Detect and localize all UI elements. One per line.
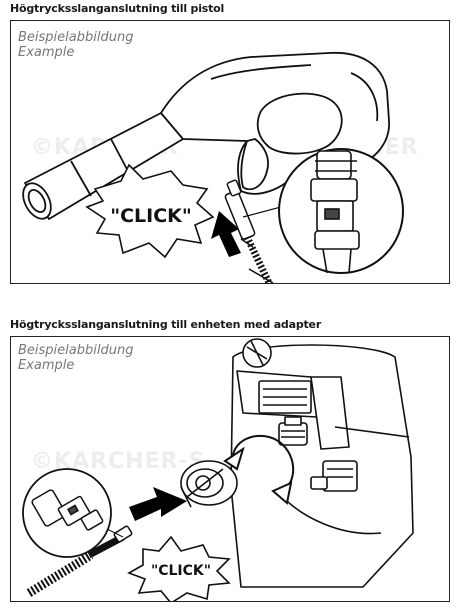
connector-detail [310, 150, 360, 274]
adapter-illustration-svg: "CLICK" [22, 338, 414, 601]
click-starburst [85, 163, 215, 259]
adapter-illustration [180, 460, 238, 508]
hose-connector-illustration [224, 179, 312, 283]
caption-example-adapter: Beispielabbildung Example [18, 343, 133, 373]
click-label-pistol: "CLICK" [110, 205, 192, 227]
push-arrow-icon [129, 487, 187, 521]
illustration-panel-pistol: Beispielabbildung Example ©KARCHER ©KARC… [10, 20, 450, 284]
section-heading-adapter: Högtrycksslanganslutning till enheten me… [10, 318, 322, 331]
illustration-panel-adapter: Beispielabbildung Example ©KARCHER-S [10, 336, 450, 602]
rotate-arrow-icon [223, 435, 295, 505]
caption-line-1: Beispielabbildung [18, 30, 134, 45]
caption-line-1: Beispielabbildung [18, 343, 134, 358]
push-arrow-icon [211, 211, 241, 257]
pressure-washer-illustration [230, 338, 414, 588]
connector-detail [31, 489, 104, 531]
caption-line-2: Example [18, 45, 75, 60]
click-label-adapter: "CLICK" [151, 563, 211, 579]
caption-line-2: Example [18, 358, 75, 373]
section-heading-pistol: Högtrycksslanganslutning till pistol [10, 2, 225, 15]
caption-example-pistol: Beispielabbildung Example [18, 30, 133, 60]
pistol-illustration-svg: "CLICK" [22, 51, 404, 283]
click-starburst [127, 535, 231, 601]
